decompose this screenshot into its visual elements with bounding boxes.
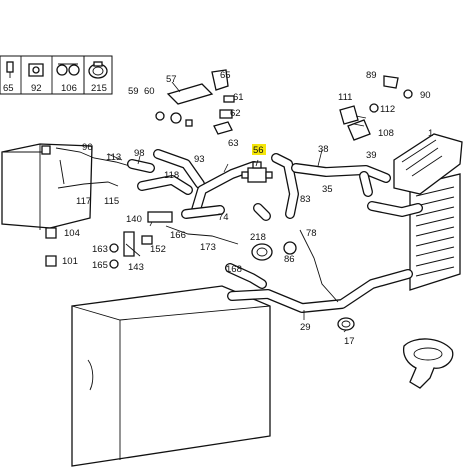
thumbnail-strip: 65 92 106 215 [0,55,113,95]
callout-56-highlight [252,144,266,155]
callout-29: 29 [300,322,311,333]
callout-218: 218 [250,232,266,243]
callout-104: 104 [64,228,80,239]
hose-network [55,147,423,313]
hose-clamp-icon [88,61,108,79]
callout-108: 108 [378,128,394,139]
callout-labels: 57 59 60 61 62 63 65 56 89 90 111 112 10… [62,70,433,347]
thumb-label-215: 215 [91,83,107,94]
callout-78: 78 [306,228,317,239]
callout-65: 65 [220,70,231,81]
callout-59: 59 [128,86,139,97]
callout-112: 112 [380,104,395,115]
callout-163: 163 [92,244,108,255]
callout-17: 17 [344,336,355,347]
callout-143: 143 [128,262,144,273]
callout-98: 98 [134,148,145,159]
thumb-label-106: 106 [61,83,77,94]
engine-block [71,285,271,467]
callout-86: 86 [284,254,295,265]
callout-166: 166 [170,230,186,241]
callout-63: 63 [228,138,239,149]
callout-118: 118 [164,170,179,181]
callout-83: 83 [300,194,311,205]
callout-62: 62 [230,108,241,119]
callout-165: 165 [92,260,108,271]
callout-96: 96 [82,142,93,153]
callout-113: 113 [106,152,121,163]
callout-60: 60 [144,86,155,97]
callout-1: 1 [428,128,433,139]
valve-56 [241,161,273,183]
clip-icon [28,63,44,77]
thumb-label-65: 65 [3,83,14,94]
callout-61: 61 [233,92,244,103]
callout-57: 57 [166,74,177,85]
double-clip-icon [56,63,80,76]
sensor-icon [6,61,14,78]
callout-74: 74 [218,212,229,223]
callout-168: 168 [226,264,242,275]
callout-111: 111 [338,92,352,103]
callout-152: 152 [150,244,166,255]
callout-93: 93 [194,154,205,165]
callout-90: 90 [420,90,431,101]
callout-35: 35 [322,184,333,195]
callout-115: 115 [104,196,119,207]
thumb-label-92: 92 [31,83,42,94]
radiator [393,133,463,291]
leader-lines [107,81,367,333]
callout-117: 117 [76,196,91,207]
expansion-tank [1,143,93,230]
callout-140: 140 [126,214,142,225]
callout-89: 89 [366,70,377,81]
callout-39: 39 [366,150,377,161]
callout-56: 56 [253,145,264,156]
small-parts [45,69,454,389]
callout-38: 38 [318,144,329,155]
callout-101: 101 [62,256,78,267]
callout-173: 173 [200,242,216,253]
